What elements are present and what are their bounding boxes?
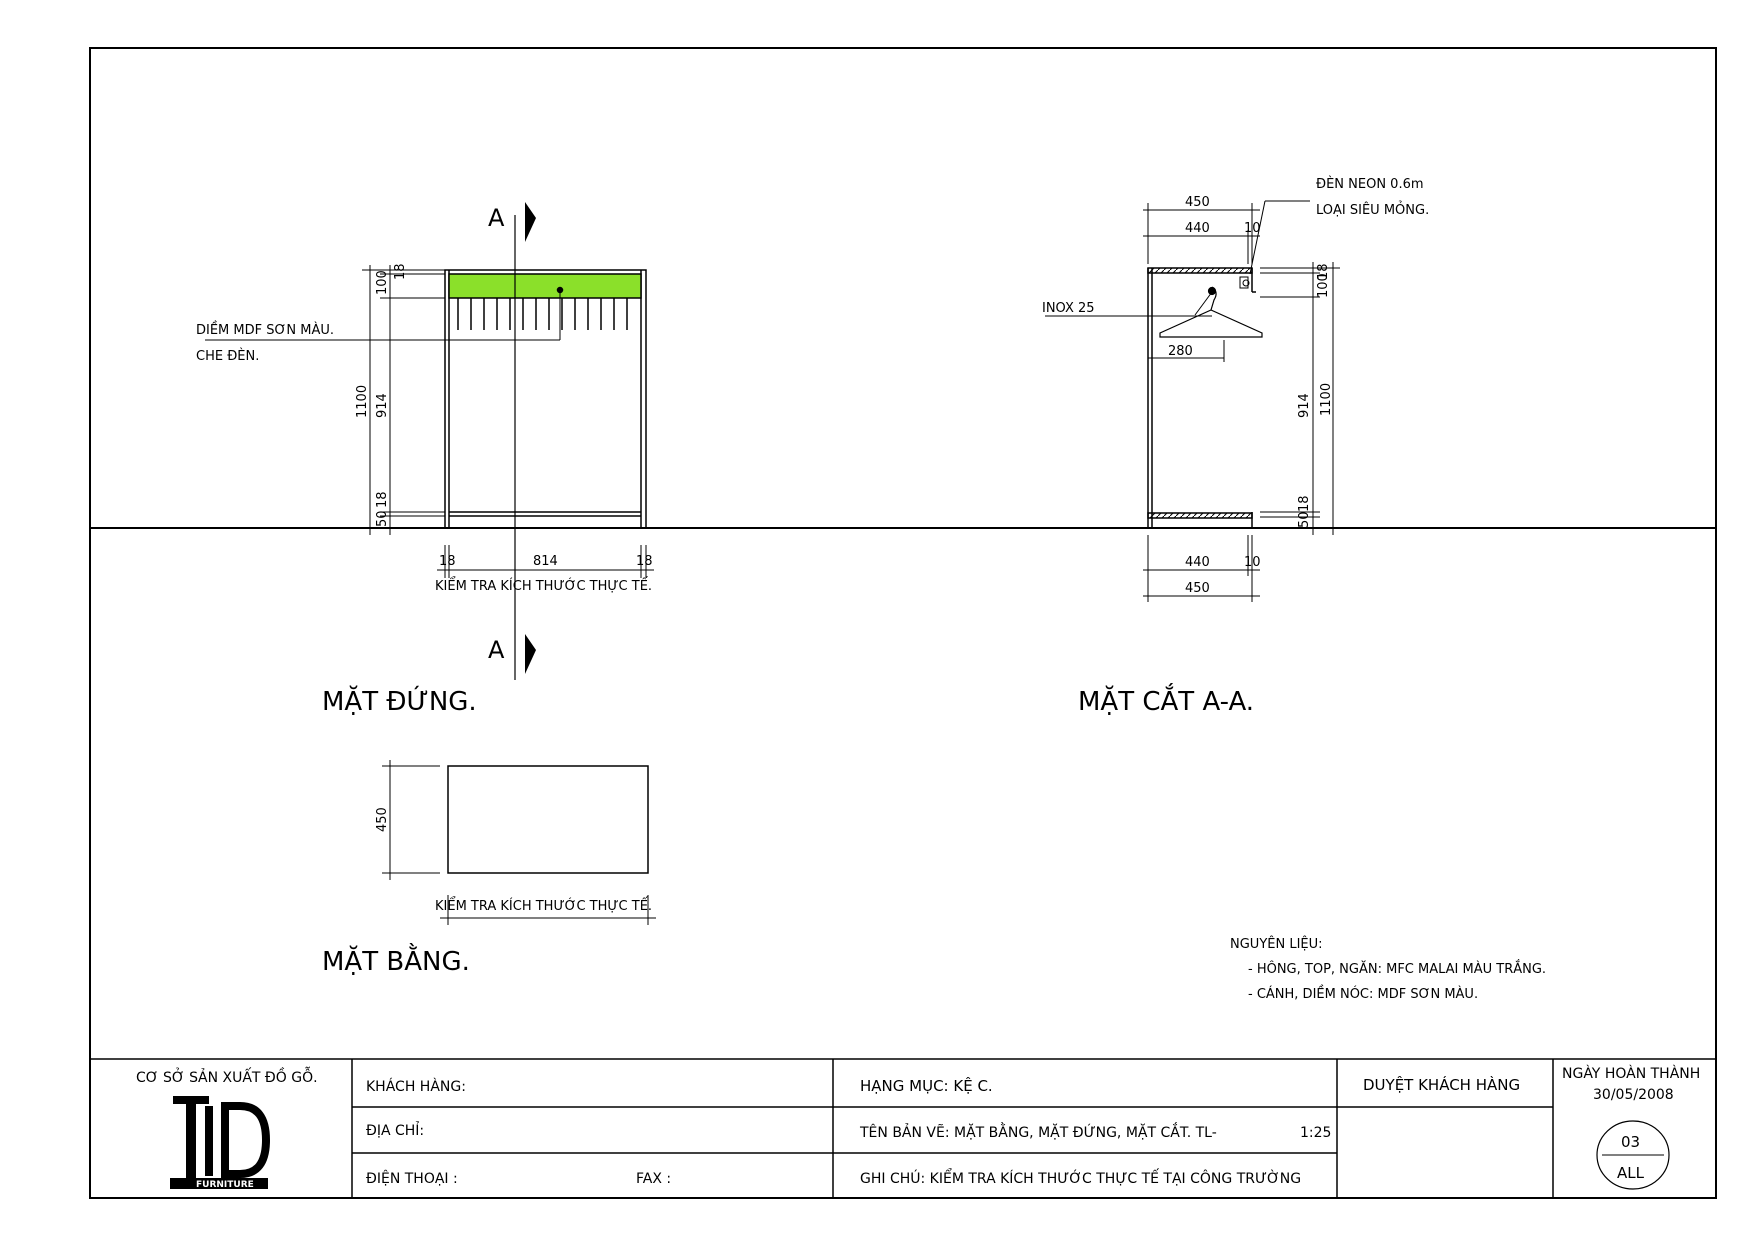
section-arrow-bottom [525,634,536,674]
valance-panel [448,273,642,299]
section-arrow-top [525,202,536,242]
title-block [90,1058,1716,1198]
front-view [205,215,654,680]
dim-sec-1100: 1100 [1319,383,1334,416]
dim-front-18-top: 18 [393,263,408,280]
dim-sec-450-bot: 450 [1185,581,1210,596]
plan-outline [447,765,649,874]
hanger-icon [1159,286,1263,338]
section-mark-bottom: A [488,636,505,664]
neon-label-line1: ĐÈN NEON 0.6m [1316,176,1424,192]
company-logo: FURNITURE [170,1096,271,1190]
sheet-number: 03 [1621,1133,1640,1151]
dim-sec-440-top: 440 [1185,221,1210,236]
dim-front-18-bot: 18 [375,491,390,508]
valance-callout-line1: DIỀM MDF SƠN MÀU. [196,321,334,338]
drawing-note: GHI CHÚ: KIỂM TRA KÍCH THƯỚC THỰC TẾ TẠI… [860,1168,1301,1187]
plan-view-title: MẶT BẰNG. [322,942,470,977]
dim-sec-100: 100 [1316,273,1331,298]
dim-sec-280: 280 [1168,344,1193,359]
customer-label: KHÁCH HÀNG: [366,1078,466,1095]
fax-label: FAX : [636,1171,671,1187]
customer-approval: DUYỆT KHÁCH HÀNG [1363,1075,1520,1094]
dim-sec-10-top: 10 [1244,221,1261,236]
hanger-slots [457,298,628,330]
drawing-scale: 1:25 [1300,1125,1331,1141]
cabinet-outline [444,269,647,529]
dim-sec-18-bot: 18 [1297,495,1312,512]
dim-sec-10-bot: 10 [1244,555,1261,570]
dim-sec-450-top: 450 [1185,195,1210,210]
dim-front-914: 914 [375,393,390,418]
completion-label: NGÀY HOÀN THÀNH [1562,1065,1700,1082]
neon-light [1239,276,1249,289]
plan-check-note: KIỂM TRA KÍCH THƯỚC THỰC TẾ. [435,897,652,914]
dim-sec-18-top: 18 [1316,263,1331,280]
sheet-set: ALL [1617,1164,1645,1182]
dim-front-18-left: 18 [439,554,456,569]
item-label: HẠNG MỤC: KỆ C. [860,1076,993,1095]
address-label: ĐỊA CHỈ: [366,1121,424,1139]
dim-sec-50: 50 [1297,511,1312,528]
completion-date: 30/05/2008 [1593,1087,1674,1103]
materials-line1: - HÔNG, TOP, NGĂN: MFC MALAI MÀU TRẮNG. [1248,960,1546,977]
dim-front-100: 100 [375,270,390,295]
materials-heading: NGUYÊN LIỆU: [1230,936,1323,952]
dim-sec-440-bot: 440 [1185,555,1210,570]
dim-front-1100: 1100 [355,385,370,418]
drawing-name: TÊN BẢN VẼ: MẶT BẰNG, MẶT ĐỨNG, MẶT CẮT.… [859,1122,1217,1141]
sheet-border [89,47,1717,1199]
logo-sub: FURNITURE [196,1180,254,1190]
company-name: CƠ SỞ SẢN XUẤT ĐỒ GỖ. [136,1067,318,1086]
dim-front-18-right: 18 [636,554,653,569]
dim-plan-450: 450 [375,807,390,832]
valance-callout-line2: CHE ĐÈN. [196,348,259,364]
bottom-panel-hatched [1147,512,1253,519]
front-view-title: MẶT ĐỨNG. [322,684,477,717]
section-view-title: MẶT CẮT A-A. [1078,682,1254,717]
section-mark-top: A [488,204,505,232]
inox-label: INOX 25 [1042,301,1095,316]
sheet-number-circle [1596,1120,1670,1190]
dim-front-50: 50 [375,510,390,527]
neon-label-line2: LOẠI SIÊU MỎNG. [1316,201,1429,218]
materials-line2: - CÁNH, DIỀM NÓC: MDF SƠN MÀU. [1248,985,1478,1002]
section-view [1045,200,1340,602]
dim-front-814: 814 [533,554,558,569]
dim-sec-914: 914 [1297,393,1312,418]
plan-view [382,760,656,925]
top-panel-hatched [1147,267,1253,274]
front-check-note: KIỂM TRA KÍCH THƯỚC THỰC TẾ. [435,577,652,594]
phone-label: ĐIỆN THOẠI : [366,1169,458,1187]
